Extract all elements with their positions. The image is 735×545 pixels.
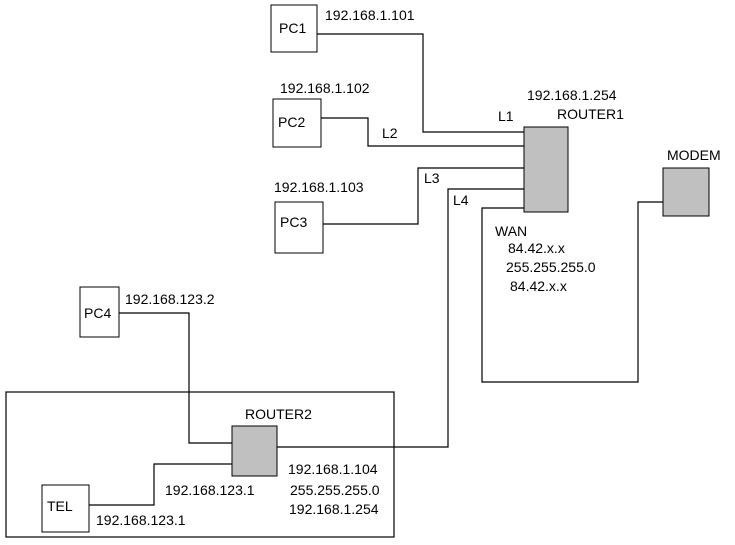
tel-label: TEL — [47, 498, 73, 514]
link-l4-router2-router1 — [395, 188, 524, 448]
pc3-label: PC3 — [280, 214, 307, 230]
pc2-label: PC2 — [278, 114, 305, 130]
modem-label: MODEM — [667, 147, 721, 163]
link-l2-pc2-router1 — [321, 117, 524, 147]
link-pc4-router2 — [119, 312, 232, 444]
router2-label: ROUTER2 — [245, 406, 312, 422]
local-network-enclosure — [5, 391, 395, 538]
link-l1-label: L1 — [498, 108, 514, 124]
link-l4-label: L4 — [453, 192, 469, 208]
router2-lan-ip: 192.168.123.1 — [165, 482, 255, 498]
router2-wan-gateway: 192.168.1.254 — [289, 501, 379, 517]
pc4-node[interactable] — [79, 286, 120, 338]
pc4-ip: 192.168.123.2 — [125, 291, 215, 307]
link-wan-router1-modem — [481, 201, 663, 383]
tel-node[interactable] — [41, 484, 90, 533]
router1-label: ROUTER1 — [557, 106, 624, 122]
modem-node[interactable] — [662, 167, 710, 217]
router1-wan-gateway: 84.42.x.x — [510, 278, 567, 294]
pc2-ip: 192.168.1.102 — [280, 80, 370, 96]
router1-wan-label: WAN — [495, 223, 527, 239]
link-l3-label: L3 — [424, 170, 440, 186]
pc2-node[interactable] — [272, 98, 322, 148]
link-l1-pc1-router1 — [317, 33, 524, 133]
router2-wan-ip: 192.168.1.104 — [288, 461, 378, 477]
router2-wan-mask: 255.255.255.0 — [290, 482, 380, 498]
router1-wan-mask: 255.255.255.0 — [506, 259, 596, 275]
pc1-label: PC1 — [279, 20, 306, 36]
tel-ip: 192.168.123.1 — [96, 512, 186, 528]
router1-wan-ip: 84.42.x.x — [508, 240, 565, 256]
link-tel-router2 — [89, 463, 232, 506]
pc3-node[interactable] — [274, 201, 324, 254]
link-l2-label: L2 — [382, 125, 398, 141]
pc1-node[interactable] — [270, 4, 318, 53]
pc1-ip: 192.168.1.101 — [325, 7, 415, 23]
link-l3-pc3-router1 — [323, 167, 524, 225]
pc4-label: PC4 — [84, 305, 111, 321]
router1-node[interactable] — [523, 126, 569, 213]
pc3-ip: 192.168.1.103 — [274, 179, 364, 195]
router1-ip: 192.168.1.254 — [527, 87, 617, 103]
router2-node[interactable] — [231, 425, 278, 477]
